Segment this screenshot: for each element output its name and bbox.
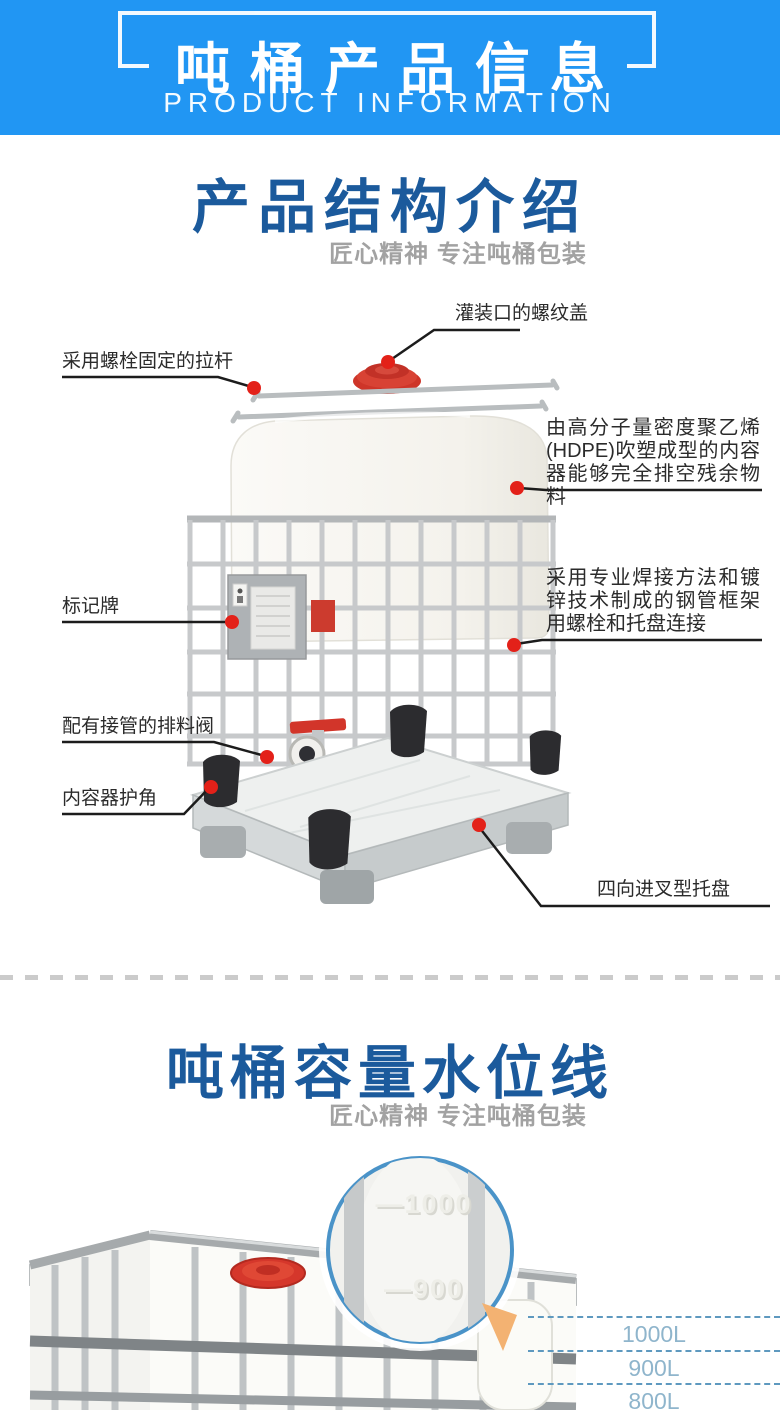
- structure-section-title: 产品结构介绍: [191, 175, 588, 240]
- dashed-section-divider: [0, 975, 780, 980]
- pallet-graphic: [189, 736, 572, 904]
- callout-pallet-label: 四向进叉型托盘: [597, 879, 731, 900]
- tote-photo-cap: [230, 1257, 306, 1289]
- tote-photo-illustration: —1000 —1000 —900 —900: [28, 1149, 577, 1410]
- level-line-800: [528, 1383, 780, 1385]
- callout-tie-rod-label: 采用螺栓固定的拉杆: [62, 351, 234, 372]
- header-subtitle: PRODUCT INFORMATION: [163, 87, 617, 118]
- callout-corner-guard-label: 内容器护角: [62, 788, 158, 809]
- callout-marking-plate-label: 标记牌: [62, 596, 120, 617]
- header-bracket-decoration: [118, 11, 656, 68]
- magnifier-circle: —1000 —1000 —900 —900: [319, 1149, 521, 1351]
- level-line-900: [528, 1350, 780, 1352]
- callout-filling-cap-label: 灌装口的螺纹盖: [455, 303, 589, 324]
- structure-section-tagline: 匠心精神 专注吨桶包装: [329, 241, 587, 268]
- capacity-section-tagline: 匠心精神 专注吨桶包装: [329, 1103, 587, 1130]
- marking-1000: —1000: [375, 1189, 472, 1219]
- ibc-exploded-diagram: [62, 328, 770, 908]
- level-line-1000: [528, 1316, 780, 1318]
- marking-900: —900: [384, 1274, 464, 1304]
- level-label-1000: 1000L: [622, 1321, 686, 1347]
- marking-1000-shadow: —1000: [377, 1191, 474, 1221]
- header-title: 吨桶产品信息: [174, 38, 625, 100]
- tie-rods-graphic: [230, 378, 560, 424]
- callout-leader-lines: [62, 328, 770, 908]
- magnifier-pointer-icon: [482, 1303, 517, 1351]
- callout-dots: [204, 355, 524, 832]
- level-label-900: 900L: [628, 1355, 680, 1381]
- marking-plate-graphic: [227, 574, 335, 660]
- page-header: 吨桶产品信息 PRODUCT INFORMATION: [0, 0, 780, 135]
- filling-cap-graphic: [353, 363, 421, 394]
- callout-inner-container-label: 由高分子量密度聚乙烯(HDPE)吹塑成型的内容器能够完全排空残余物料: [546, 417, 760, 508]
- callout-steel-frame-label: 采用专业焊接方法和镀锌技术制成的钢管框架用螺栓和托盘连接: [546, 567, 760, 635]
- marking-900-shadow: —900: [386, 1276, 466, 1306]
- callout-drain-valve-label: 配有接管的排料阀: [62, 716, 215, 737]
- capacity-section-title: 吨桶容量水位线: [165, 1041, 614, 1106]
- level-label-800: 800L: [628, 1388, 680, 1410]
